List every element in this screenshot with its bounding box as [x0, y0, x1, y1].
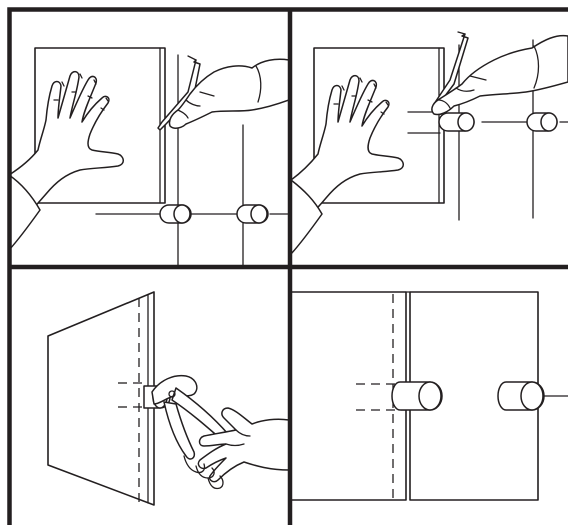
door-panel — [47, 291, 155, 506]
panel-grid-frame — [7, 7, 568, 525]
hinge-peg-icon — [391, 381, 443, 411]
pencil-hand-icon — [431, 31, 568, 116]
hand-icon — [183, 407, 289, 490]
drill-tool-icon — [151, 374, 231, 460]
hinge-peg-icon — [159, 204, 192, 224]
hinge-peg-icon — [438, 112, 475, 132]
panel-3-drill-hinge-hole — [47, 291, 289, 506]
panel-1-mark-position — [9, 47, 289, 266]
panel-4-doors-mounted — [291, 291, 568, 501]
door-left — [291, 291, 407, 501]
hinge-peg-icon — [236, 204, 269, 224]
pencil-hand-icon — [157, 55, 289, 131]
hand-icon — [291, 74, 404, 235]
panel-2-mark-second-position — [291, 31, 568, 255]
hinge-peg-icon — [497, 381, 545, 411]
hand-icon — [9, 70, 124, 231]
hinge-peg-icon — [526, 112, 558, 132]
